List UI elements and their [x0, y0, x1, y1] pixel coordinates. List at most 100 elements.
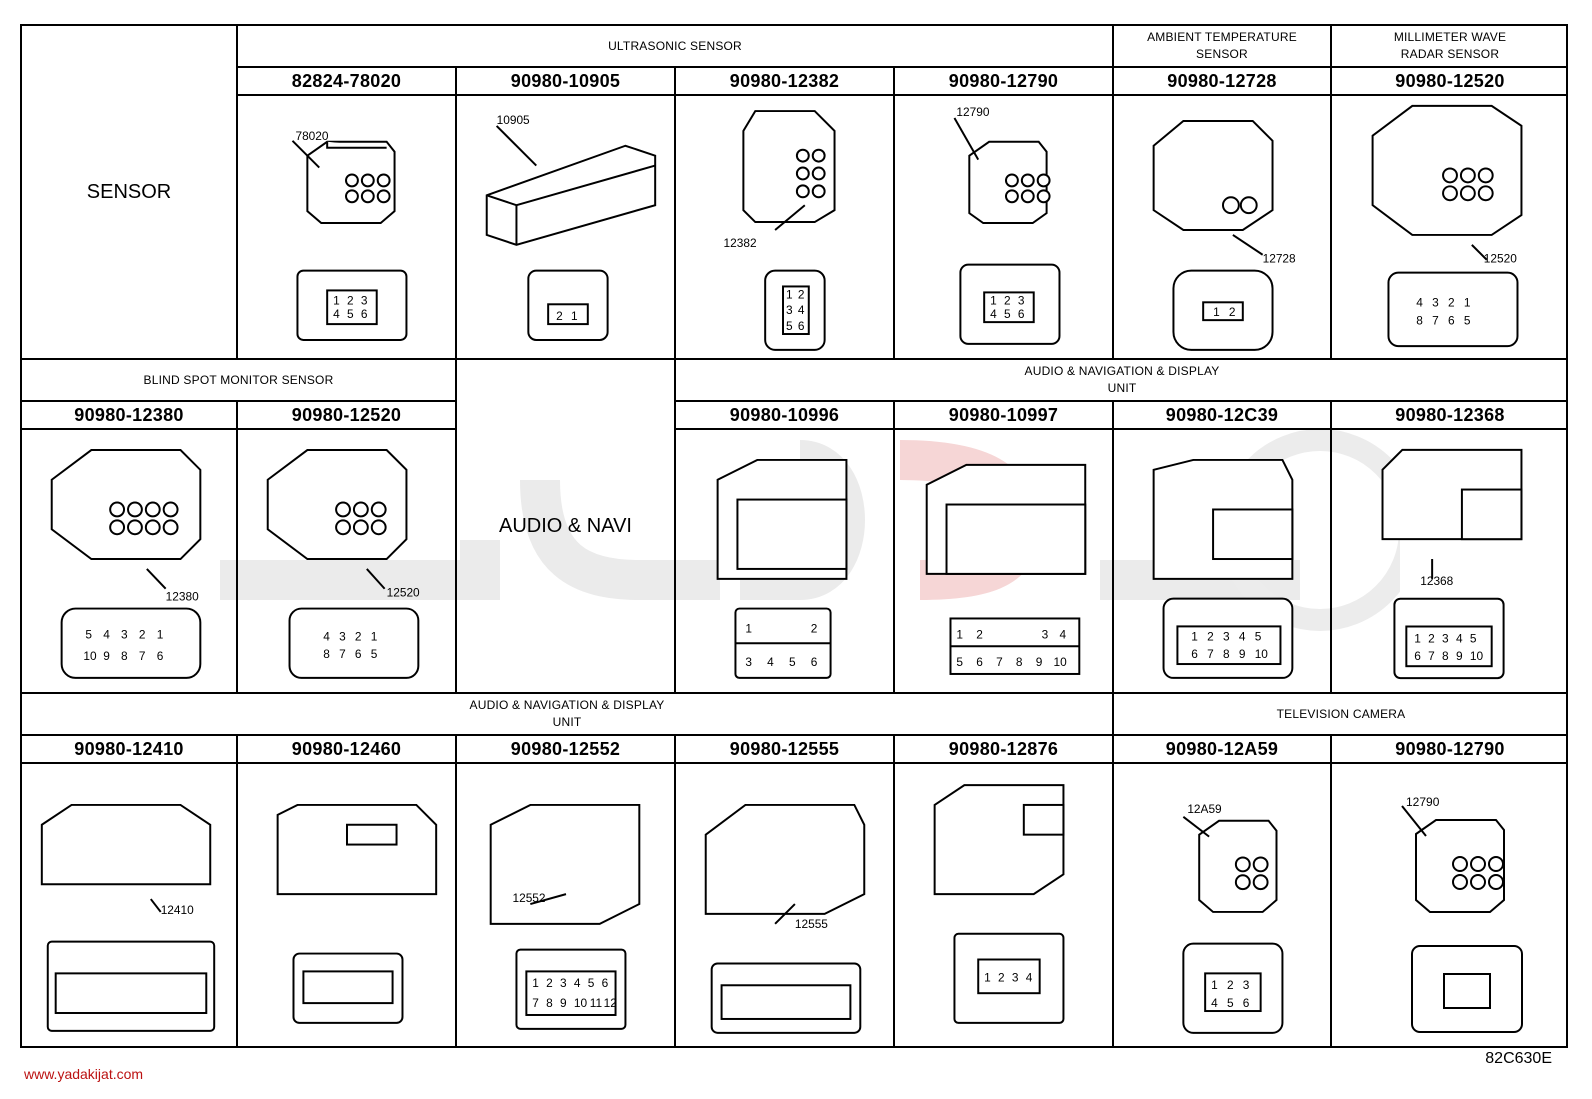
connector-drawing: 12380 5 4 3 2 1 10 9 8 7 6 [22, 430, 238, 694]
pin-label: 7 [532, 996, 539, 1010]
part-tag: 12380 [166, 590, 199, 604]
pin-label: 2 [347, 293, 354, 307]
part-number: 90980-12C39 [1114, 402, 1332, 430]
part-number-text: 90980-12520 [291, 404, 402, 425]
pin-label: 1 [371, 629, 378, 643]
pin-label: 12 [604, 996, 617, 1010]
pin-label: 5 [956, 655, 963, 669]
pin-label: 4 [798, 303, 805, 317]
pin-label: 3 [339, 629, 346, 643]
blind-spot-header: BLIND SPOT MONITOR SENSOR [22, 360, 457, 402]
pin-label: 4 [333, 307, 340, 321]
part-number: 90980-12552 [457, 736, 676, 764]
part-tag: 10905 [497, 113, 530, 127]
pin-label: 5 [1464, 313, 1471, 327]
pin-label: 7 [996, 655, 1003, 669]
part-number: 90980-12520 [1332, 68, 1568, 96]
pin-label: 1 [1191, 629, 1198, 643]
part-number-text: 90980-10996 [729, 404, 840, 425]
pin-label: 4 [1026, 970, 1033, 984]
pin-label: 7 [139, 649, 146, 663]
pin-label: 6 [1018, 307, 1025, 321]
pin-label: 6 [1414, 649, 1421, 663]
connector-drawing: 12520 4 3 2 1 8 7 6 5 [1332, 96, 1568, 360]
audio-nav-display-header: AUDIO & NAVIGATION & DISPLAY UNIT [676, 360, 1568, 402]
part-tag: 12728 [1263, 252, 1296, 266]
part-tag: 12552 [512, 891, 545, 905]
television-label: TELEVISION CAMERA [1276, 706, 1406, 721]
pin-label: 8 [1416, 313, 1423, 327]
pin-label: 2 [811, 621, 818, 635]
connector-drawing: 1 2 3 4 5 6 7 8 9 10 [895, 430, 1114, 694]
pin-label: 3 [121, 627, 128, 641]
part-tag: 12A59 [1187, 802, 1222, 816]
pin-label: 10 [83, 649, 97, 663]
part-number-text: 90980-12555 [729, 738, 840, 759]
connector-drawing: 12552 1 2 3 4 5 6 7 8 9 10 11 12 [457, 764, 676, 1048]
pin-label: 1 [956, 627, 963, 641]
pin-label: 4 [1211, 996, 1218, 1010]
pin-label: 1 [532, 976, 539, 990]
pin-label: 9 [560, 996, 567, 1010]
part-tag: 12520 [387, 586, 420, 600]
pin-label: 7 [1432, 313, 1439, 327]
pin-label: 9 [1239, 647, 1246, 661]
pin-label: 6 [1448, 313, 1455, 327]
part-number: 90980-10905 [457, 68, 676, 96]
pin-label: 3 [1042, 627, 1049, 641]
connector-drawing: 10905 2 1 [457, 96, 676, 360]
connector-drawing: 12728 1 2 [1114, 96, 1332, 360]
part-number: 90980-12555 [676, 736, 895, 764]
connector-drawing [238, 764, 457, 1048]
pin-label: 7 [1428, 649, 1435, 663]
part-number-text: 90980-12382 [729, 70, 840, 91]
part-number-text: 90980-12552 [510, 738, 621, 759]
ultrasonic-label: ULTRASONIC SENSOR [608, 38, 742, 53]
pin-label: 6 [798, 319, 805, 333]
pin-label: 8 [1223, 647, 1230, 661]
pin-label: 8 [1016, 655, 1023, 669]
part-number: 90980-12A59 [1114, 736, 1332, 764]
connector-drawing: 1 2 3 4 5 6 [676, 430, 895, 694]
connector-drawing: 12520 4 3 2 1 8 7 6 5 [238, 430, 457, 694]
part-number: 90980-12410 [22, 736, 238, 764]
pin-label: 5 [1470, 631, 1477, 645]
connector-drawing: 12368 1 2 3 4 5 6 7 8 9 10 [1332, 430, 1568, 694]
pin-label: 6 [811, 655, 818, 669]
millimeter-header: MILLIMETER WAVE RADAR SENSOR [1332, 26, 1568, 68]
pin-label: 3 [1243, 978, 1250, 992]
pin-label: 1 [333, 293, 340, 307]
pin-label: 1 [1414, 631, 1421, 645]
pin-label: 2 [556, 309, 563, 323]
part-tag: 78020 [295, 129, 328, 143]
site-link[interactable]: www.yadakijat.com [24, 1066, 144, 1082]
pin-label: 5 [85, 627, 92, 641]
part-number: 90980-12790 [895, 68, 1114, 96]
pin-label: 3 [745, 655, 752, 669]
part-number-text: 90980-12520 [1395, 70, 1505, 91]
part-tag: 12520 [1484, 252, 1517, 266]
sensor-title: SENSOR [86, 180, 172, 203]
pin-label: 2 [1207, 629, 1214, 643]
pin-label: 2 [1448, 295, 1455, 309]
part-number: 90980-10997 [895, 402, 1114, 430]
pin-label: 2 [546, 976, 553, 990]
pin-label: 3 [1442, 631, 1449, 645]
pin-label: 4 [767, 655, 774, 669]
pin-label: 1 [1213, 305, 1220, 319]
pin-label: 10 [1054, 655, 1068, 669]
pin-label: 5 [1004, 307, 1011, 321]
connector-drawing: 12410 [22, 764, 238, 1048]
connector-drawing: 12790 [1332, 764, 1568, 1048]
pin-label: 2 [1227, 978, 1234, 992]
pin-label: 1 [990, 293, 997, 307]
pin-label: 9 [1036, 655, 1043, 669]
part-number: 90980-12380 [22, 402, 238, 430]
diagram-code: 82C630E [1485, 1050, 1552, 1067]
audio-navi-label: AUDIO & NAVI [499, 514, 632, 537]
pin-label: 8 [546, 996, 553, 1010]
pin-label: 8 [121, 649, 128, 663]
pin-label: 3 [560, 976, 567, 990]
ultrasonic-header: ULTRASONIC SENSOR [238, 26, 1114, 68]
pin-label: 3 [786, 303, 793, 317]
